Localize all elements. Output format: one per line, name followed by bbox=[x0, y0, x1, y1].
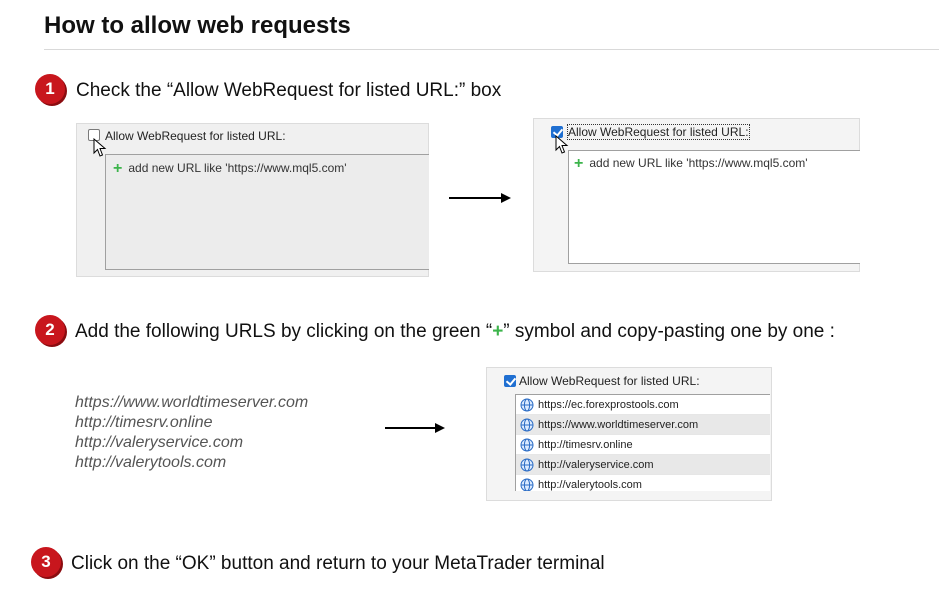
url-row[interactable]: http://valeryservice.com bbox=[516, 455, 770, 475]
add-new-url-label: add new URL like 'https://www.mql5.com' bbox=[128, 161, 347, 175]
dialog-before-panel: Allow WebRequest for listed URL: + add ne… bbox=[76, 123, 429, 277]
url-row-text: https://ec.forexprostools.com bbox=[538, 398, 679, 411]
url-list-box bbox=[105, 154, 429, 270]
url-item: http://timesrv.online bbox=[75, 414, 213, 431]
add-plus-icon[interactable]: + bbox=[113, 160, 123, 177]
globe-icon bbox=[520, 458, 534, 471]
url-row[interactable]: https://ec.forexprostools.com bbox=[516, 395, 770, 415]
globe-icon bbox=[520, 418, 534, 431]
globe-icon bbox=[520, 478, 534, 491]
url-row[interactable]: http://valerytools.com bbox=[516, 475, 770, 491]
allow-webrequest-label: Allow WebRequest for listed URL: bbox=[105, 129, 286, 143]
url-item: http://valerytools.com bbox=[75, 454, 227, 471]
step-1-text: Check the “Allow WebRequest for listed U… bbox=[76, 80, 502, 101]
allow-webrequest-label: Allow WebRequest for listed URL: bbox=[519, 374, 700, 388]
title-divider bbox=[44, 49, 939, 50]
mouse-cursor-icon bbox=[93, 138, 107, 157]
add-new-url-row[interactable]: + add new URL like 'https://www.mql5.com' bbox=[574, 155, 808, 173]
url-item: https://www.worldtimeserver.com bbox=[75, 394, 309, 411]
url-row-text: http://valeryservice.com bbox=[538, 458, 654, 471]
globe-icon bbox=[520, 438, 534, 451]
url-row-text: http://valerytools.com bbox=[538, 478, 642, 491]
arrow-right-icon bbox=[385, 423, 445, 433]
step-3-badge: 3 bbox=[31, 547, 61, 577]
add-new-url-row[interactable]: + add new URL like 'https://www.mql5.com' bbox=[113, 160, 347, 178]
url-row-text: http://timesrv.online bbox=[538, 438, 633, 451]
green-plus-symbol: + bbox=[492, 321, 504, 342]
step-1-badge: 1 bbox=[35, 74, 65, 104]
step-2-text-after: ” symbol and copy-pasting one by one : bbox=[503, 321, 835, 342]
dialog-after-panel: Allow WebRequest for listed URL: + add ne… bbox=[533, 118, 860, 272]
url-row-text: https://www.worldtimeserver.com bbox=[538, 418, 699, 431]
add-plus-icon[interactable]: + bbox=[574, 155, 584, 172]
arrow-right-icon bbox=[449, 193, 511, 203]
page-title: How to allow web requests bbox=[44, 12, 351, 39]
mouse-cursor-icon bbox=[555, 135, 569, 154]
url-row[interactable]: https://www.worldtimeserver.com bbox=[516, 415, 770, 435]
step-3-text: Click on the “OK” button and return to y… bbox=[71, 553, 605, 574]
allow-webrequest-checkbox-checked[interactable] bbox=[504, 375, 516, 387]
url-list-text: https://www.worldtimeserver.com http://t… bbox=[75, 393, 308, 473]
allow-webrequest-label-focused: Allow WebRequest for listed URL: bbox=[567, 124, 750, 140]
url-item: http://valeryservice.com bbox=[75, 434, 244, 451]
step-2-badge: 2 bbox=[35, 315, 65, 345]
step-2-text: Add the following URLS by clicking on th… bbox=[75, 321, 835, 343]
globe-icon bbox=[520, 398, 534, 411]
add-new-url-label: add new URL like 'https://www.mql5.com' bbox=[589, 156, 808, 170]
url-list-box bbox=[568, 150, 860, 264]
url-row[interactable]: http://timesrv.online bbox=[516, 435, 770, 455]
url-rows-box: https://ec.forexprostools.com https://ww… bbox=[515, 394, 770, 491]
step-2-text-before: Add the following URLS by clicking on th… bbox=[75, 321, 493, 342]
